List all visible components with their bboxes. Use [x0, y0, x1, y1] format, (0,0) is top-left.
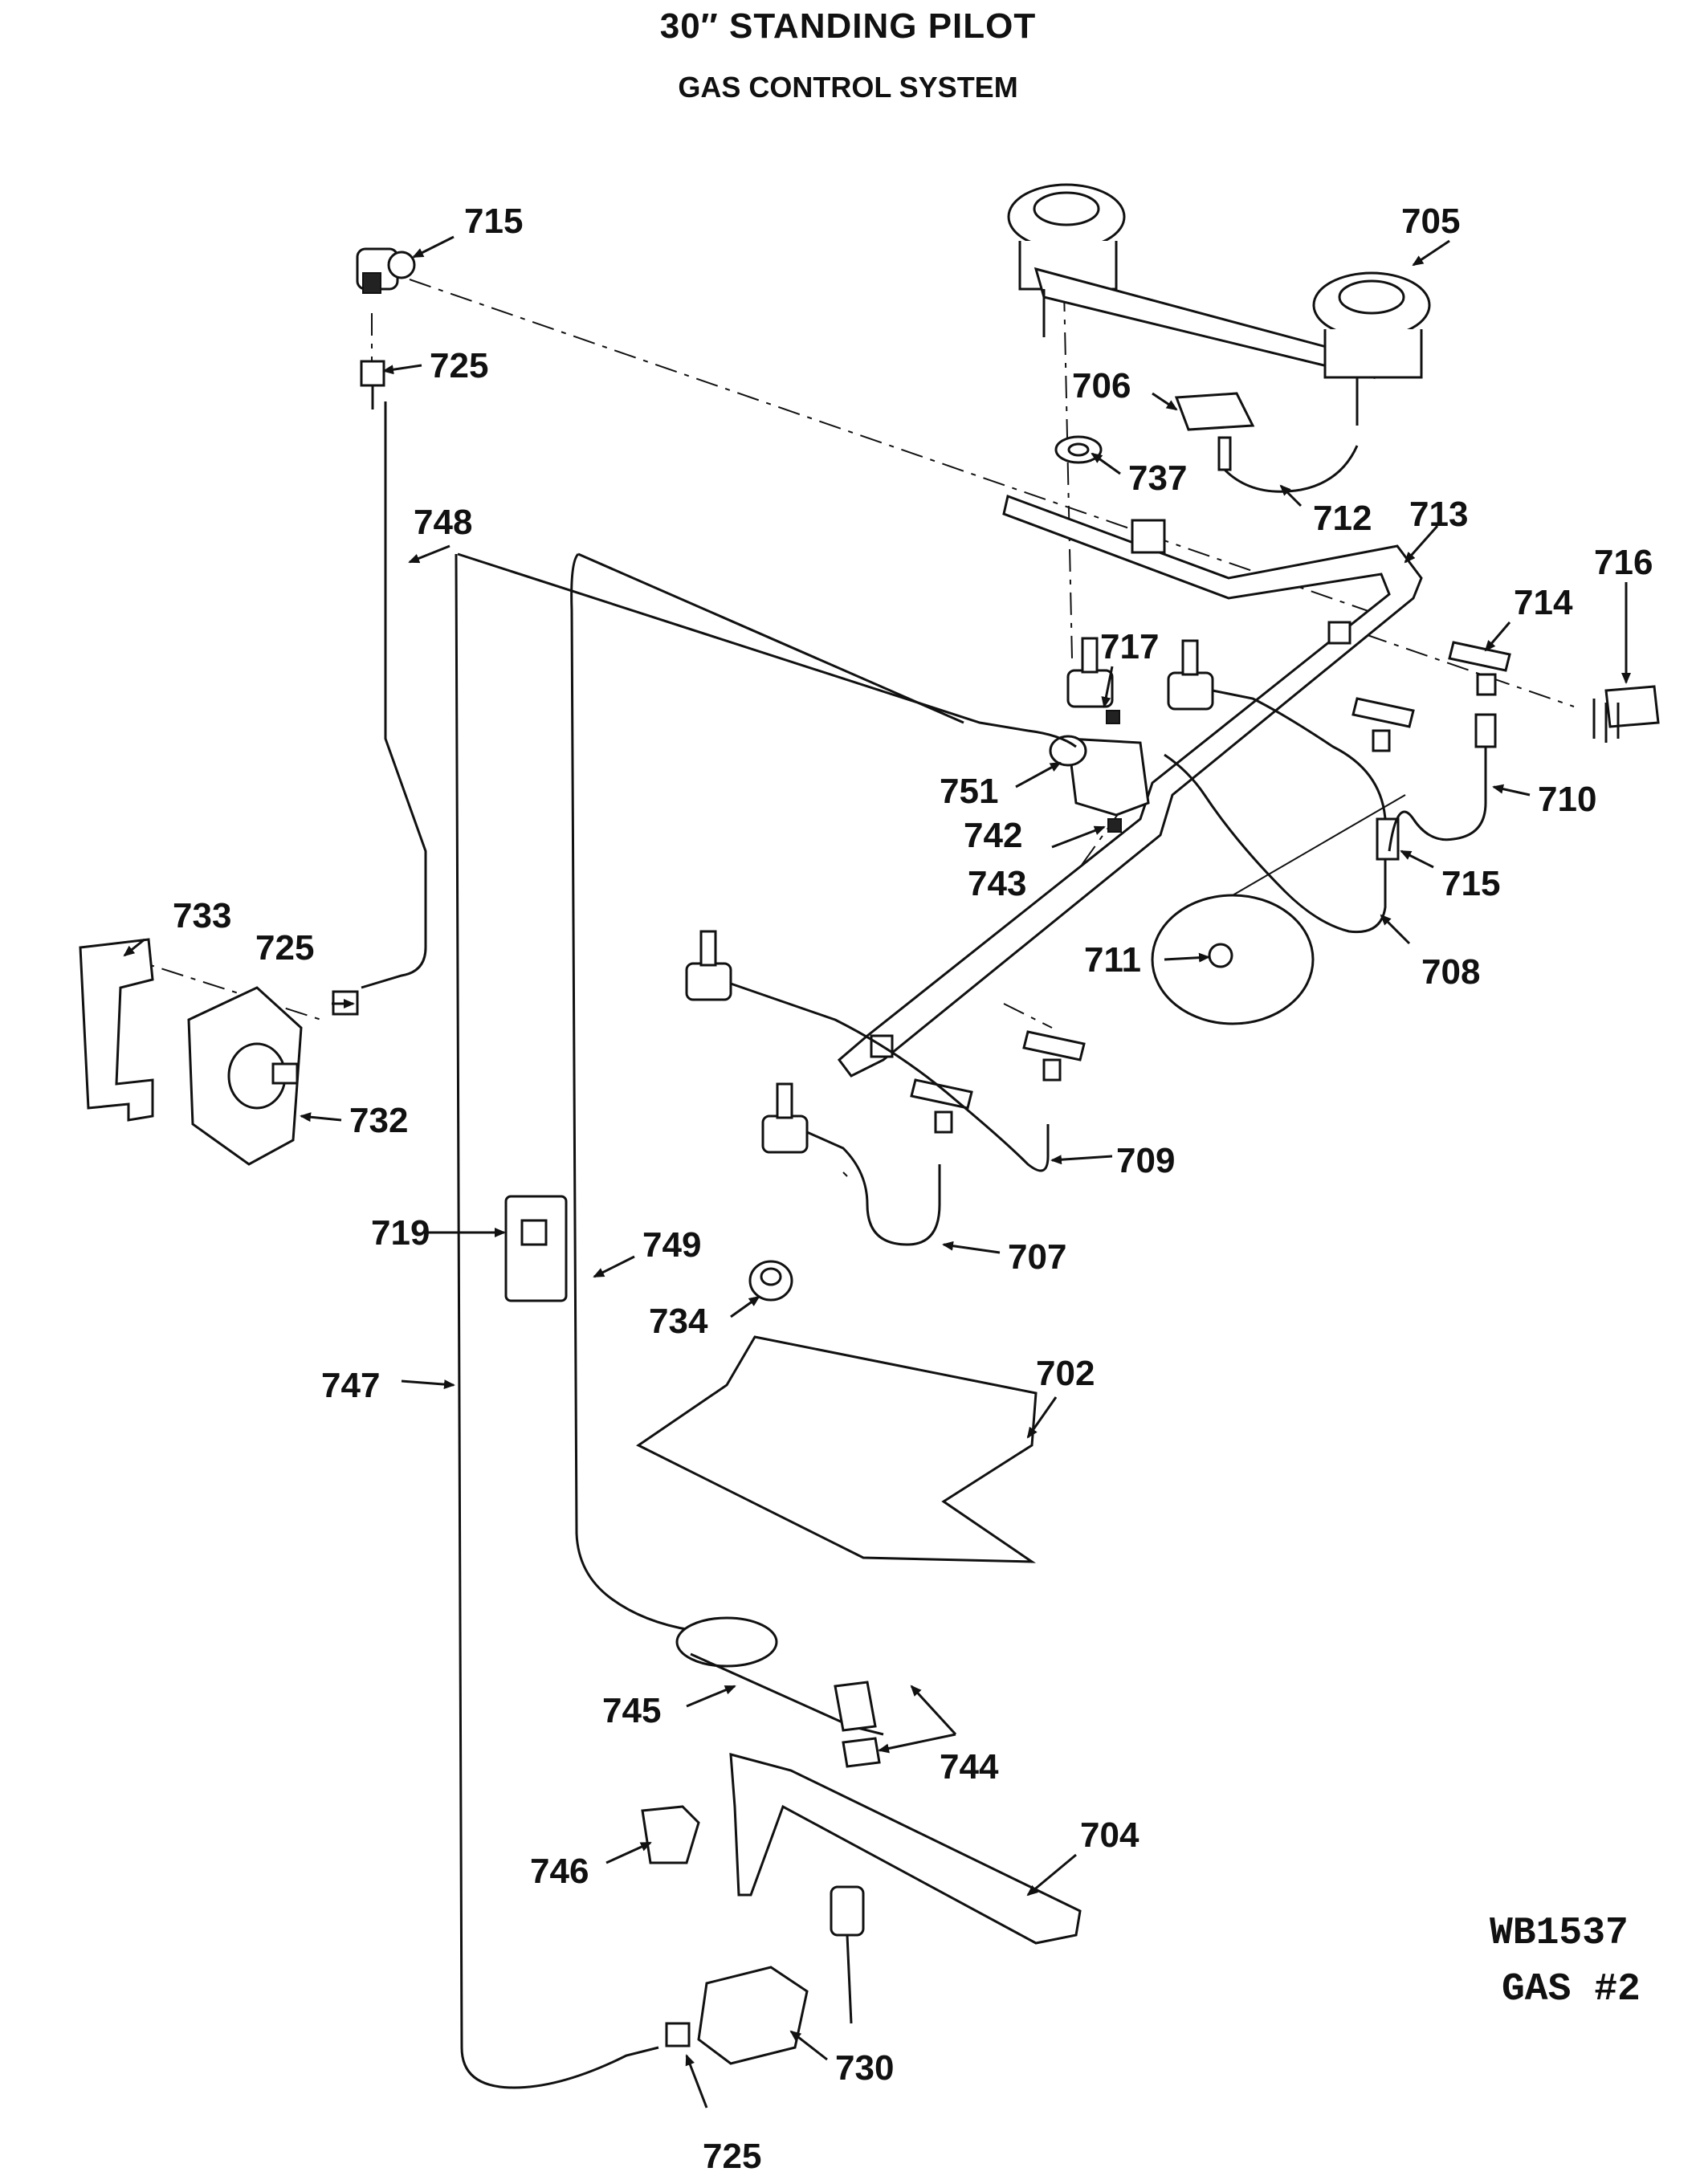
code-line-2: GAS #2: [1502, 1968, 1641, 2011]
label-710: 710: [1538, 780, 1596, 819]
label-732: 732: [349, 1101, 408, 1140]
thermocouple-712: [1217, 436, 1359, 493]
nut-734: [748, 1260, 793, 1302]
label-730: 730: [835, 2048, 894, 2088]
oven-burner-704: [729, 1753, 1082, 1945]
elbow-fitting-715: [356, 247, 416, 294]
label-749: 749: [642, 1225, 701, 1265]
label-734: 734: [649, 1302, 708, 1341]
label-705: 705: [1401, 202, 1460, 241]
label-725: 725: [430, 346, 488, 385]
label-733: 733: [173, 896, 231, 935]
leader-lines: [123, 235, 1631, 2109]
label-745: 745: [602, 1691, 661, 1730]
label-744: 744: [940, 1747, 999, 1787]
thermostat-732: [187, 986, 303, 1166]
label-716: 716: [1594, 543, 1653, 582]
label-708: 708: [1421, 952, 1480, 992]
label-706: 706: [1072, 366, 1131, 405]
clip-743: [1107, 818, 1122, 833]
pilot-valve-742: [1049, 710, 1150, 817]
label-712: 712: [1313, 499, 1372, 538]
orifice-holders: [910, 641, 1511, 1134]
manifold-pipe-713: [837, 494, 1423, 1078]
code-line-1: WB1537: [1490, 1912, 1629, 1955]
bracket-733: [79, 938, 154, 1122]
label-743: 743: [968, 864, 1026, 903]
label-719: 719: [371, 1213, 430, 1253]
label-751: 751: [940, 772, 998, 811]
label-715: 715: [464, 202, 523, 241]
igniter-719: [504, 1195, 568, 1302]
part-labels: 715 705 725 706 737 712 748 713 716 714 …: [173, 202, 1653, 2176]
label-742: 742: [964, 816, 1022, 855]
gas-lines: [361, 401, 1077, 2089]
label-715: 715: [1441, 864, 1500, 903]
label-747: 747: [321, 1366, 380, 1405]
diagram-title: 30″ STANDING PILOT: [659, 6, 1037, 46]
oven-valve-730: [697, 1885, 865, 2065]
label-717: 717: [1100, 627, 1159, 666]
bracket-706: [1174, 392, 1255, 431]
fitting-725-bottom: [665, 2022, 691, 2048]
label-714: 714: [1514, 583, 1573, 622]
fitting-725-top: [360, 360, 385, 410]
label-702: 702: [1036, 1354, 1095, 1393]
label-709: 709: [1116, 1141, 1175, 1180]
top-burner-assembly: [1007, 183, 1431, 426]
supply-tubes: [730, 689, 1487, 1246]
label-725: 725: [255, 928, 314, 968]
label-713: 713: [1409, 495, 1468, 534]
label-704: 704: [1080, 1815, 1140, 1855]
label-748: 748: [414, 503, 472, 542]
burner-bracket-716: [1592, 685, 1660, 743]
label-737: 737: [1128, 458, 1187, 498]
label-725: 725: [703, 2137, 761, 2176]
burner-cap-711: [1151, 794, 1406, 1025]
drawing-code: WB1537 GAS #2: [1490, 1912, 1641, 2011]
clip-744: [834, 1681, 881, 1768]
nut-737: [1054, 435, 1103, 464]
label-746: 746: [530, 1852, 589, 1891]
diagram-subtitle: GAS CONTROL SYSTEM: [678, 71, 1018, 104]
label-707: 707: [1008, 1237, 1066, 1277]
heat-shield-702: [636, 1335, 1038, 1563]
shield-746: [641, 1805, 700, 1864]
valve-knobs: [685, 637, 1214, 1154]
label-711: 711: [1084, 940, 1141, 980]
